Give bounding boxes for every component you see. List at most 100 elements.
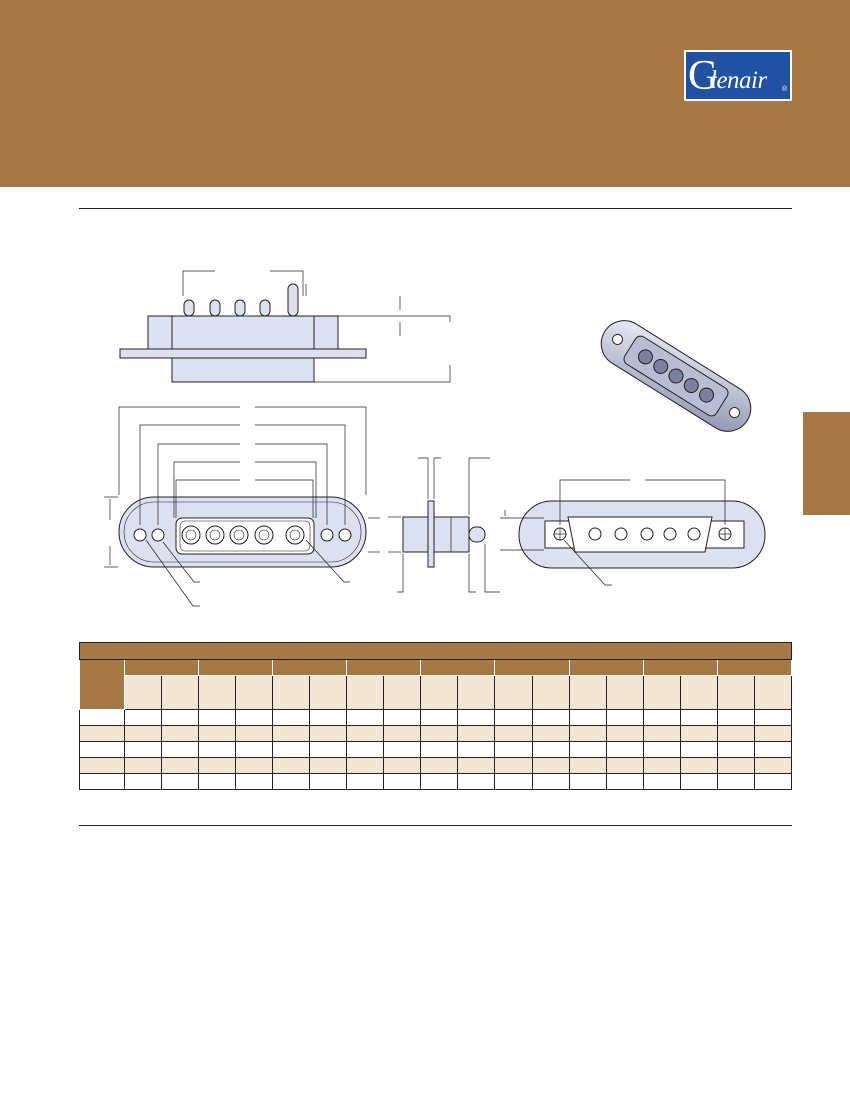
sub-header-cell xyxy=(531,675,570,710)
table-cell xyxy=(198,725,237,742)
table-cell xyxy=(383,709,422,726)
column-group-header xyxy=(494,659,570,676)
table-cell xyxy=(457,757,496,774)
table-cell xyxy=(494,709,533,726)
table-cell xyxy=(494,741,533,758)
table-cell xyxy=(198,741,237,758)
glenair-logo[interactable]: G lenair ® xyxy=(684,50,792,101)
table-cell xyxy=(420,741,459,758)
table-cell xyxy=(494,773,533,790)
table-cell xyxy=(123,725,163,742)
table-cell xyxy=(679,757,718,774)
table-cell xyxy=(753,773,793,790)
table-cell xyxy=(642,741,681,758)
side-view xyxy=(119,270,451,383)
table-cell xyxy=(272,773,311,790)
table-cell xyxy=(605,757,644,774)
table-cell xyxy=(420,773,459,790)
registered-mark: ® xyxy=(782,86,788,93)
table-cell xyxy=(457,709,496,726)
front-view xyxy=(104,406,380,607)
table-cell xyxy=(531,725,570,742)
bottom-divider xyxy=(79,825,792,826)
table-cell xyxy=(494,725,533,742)
table-cell xyxy=(79,773,125,790)
table-cell xyxy=(716,773,755,790)
column-group-header xyxy=(642,659,718,676)
table-cell xyxy=(605,725,644,742)
table-cell xyxy=(457,725,496,742)
table-cell xyxy=(716,725,755,742)
table-cell xyxy=(346,725,385,742)
column-group-header xyxy=(346,659,422,676)
column-group-header xyxy=(716,659,793,676)
table-cell xyxy=(235,773,274,790)
table-cell xyxy=(235,725,274,742)
table-cell xyxy=(123,709,163,726)
logo-box: G lenair ® xyxy=(686,52,790,99)
table-cell xyxy=(753,757,793,774)
table-cell xyxy=(309,741,348,758)
table-cell xyxy=(383,773,422,790)
table-cell xyxy=(753,741,793,758)
table-cell xyxy=(235,741,274,758)
sub-header-cell xyxy=(679,675,718,710)
table-cell xyxy=(420,725,459,742)
table-cell xyxy=(642,725,681,742)
table-cell xyxy=(346,709,385,726)
sub-header-cell xyxy=(568,675,607,710)
table-cell xyxy=(383,725,422,742)
table-cell xyxy=(272,725,311,742)
table-cell xyxy=(679,725,718,742)
table-cell xyxy=(198,709,237,726)
table-cell xyxy=(420,709,459,726)
table-cell xyxy=(716,757,755,774)
table-cell xyxy=(716,709,755,726)
table-cell xyxy=(753,725,793,742)
sub-header-cell xyxy=(605,675,644,710)
table-cell xyxy=(235,757,274,774)
table-cell xyxy=(309,725,348,742)
sub-header-cell xyxy=(198,675,237,710)
table-row xyxy=(79,773,793,790)
table-corner-cell xyxy=(79,659,125,710)
table-cell xyxy=(494,757,533,774)
table-cell xyxy=(605,709,644,726)
table-row xyxy=(79,757,793,774)
table-cell xyxy=(309,757,348,774)
sub-header-cell xyxy=(753,675,793,710)
table-cell xyxy=(679,773,718,790)
sub-header-cell xyxy=(272,675,311,710)
sub-header-cell xyxy=(420,675,459,710)
table-row xyxy=(79,709,793,726)
table-cell xyxy=(309,773,348,790)
table-cell xyxy=(198,773,237,790)
table-cell xyxy=(161,725,200,742)
sub-header-cell xyxy=(642,675,681,710)
table-cell xyxy=(420,757,459,774)
sub-header-cell xyxy=(161,675,200,710)
dimension-table xyxy=(79,642,793,790)
table-cell xyxy=(679,741,718,758)
section-side-tab[interactable] xyxy=(803,412,850,515)
sub-header-cell xyxy=(716,675,755,710)
table-cell xyxy=(531,709,570,726)
connector-drawing xyxy=(104,270,766,607)
table-cell xyxy=(605,773,644,790)
sub-header-cell xyxy=(383,675,422,710)
table-cell xyxy=(346,757,385,774)
table-cell xyxy=(457,773,496,790)
sub-header-cell xyxy=(494,675,533,710)
table-cell xyxy=(235,709,274,726)
table-cell xyxy=(568,741,607,758)
table-cell xyxy=(679,709,718,726)
profile-view xyxy=(388,457,500,593)
logo-initial: G xyxy=(688,53,719,99)
table-cell xyxy=(272,709,311,726)
sub-header-cell xyxy=(346,675,385,710)
header-band: G lenair ® xyxy=(0,0,850,187)
top-divider xyxy=(79,208,792,209)
table-cell xyxy=(383,757,422,774)
table-cell xyxy=(642,709,681,726)
table-cell xyxy=(161,773,200,790)
